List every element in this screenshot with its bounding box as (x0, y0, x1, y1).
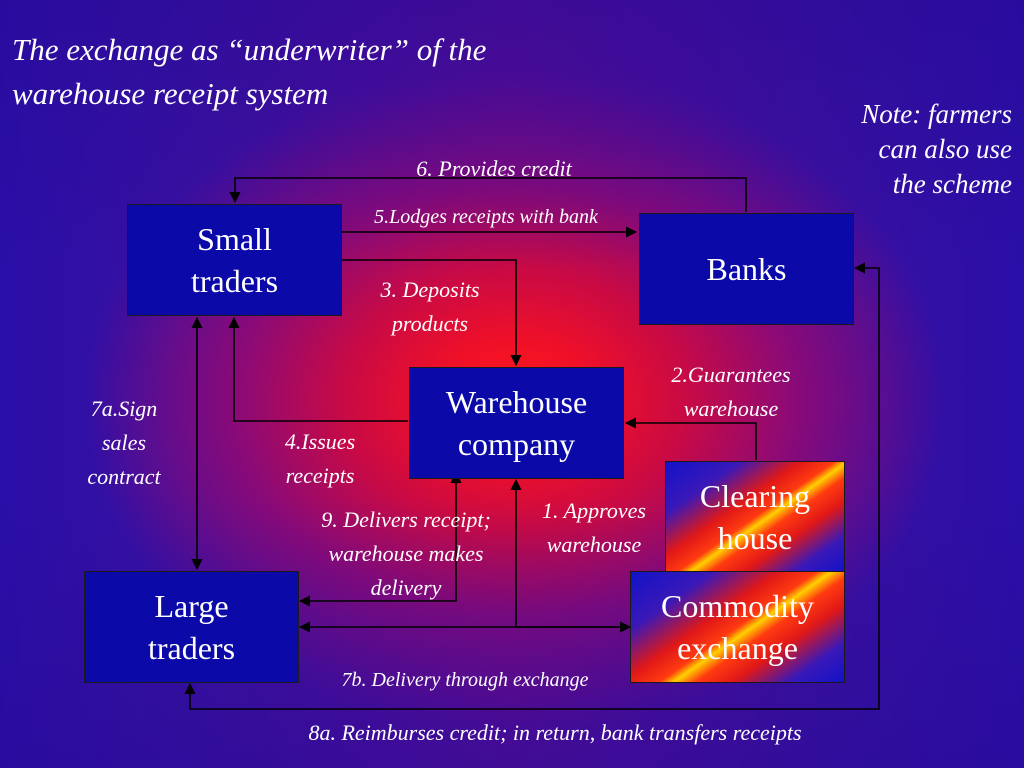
label-issues-receipts: 4.Issues receipts (284, 429, 356, 488)
arrow-reimburses-credit (184, 262, 880, 710)
farmers-note: Note: farmers can also use the scheme (861, 99, 1012, 199)
label-reimburses-credit: 8a. Reimburses credit; in return, bank t… (308, 720, 802, 745)
label-guarantees-warehouse: 2.Guarantees warehouse (671, 362, 791, 421)
label-lodges-receipts: 5.Lodges receipts with bank (374, 206, 598, 228)
label-delivery-through-exchange: 7b. Delivery through exchange (341, 669, 589, 691)
label-approves-warehouse: 1. Approves warehouse (542, 498, 646, 557)
label-deposits-products: 3. Deposits products (380, 277, 480, 336)
commodity-exchange-box: Commodity exchange (630, 571, 845, 683)
label-provides-credit: 6. Provides credit (416, 156, 572, 181)
arrow-provides-credit (229, 177, 747, 212)
clearing-house-box: Clearing house (665, 461, 845, 573)
label-sign-sales-contract: 7a.Sign sales contract (87, 396, 161, 489)
large-traders-box: Large traders (84, 571, 299, 683)
warehouse-company-box: Warehouse company (409, 367, 624, 479)
slide-title: The exchange as “underwriter” of the war… (12, 32, 487, 111)
small-traders-box: Small traders (127, 204, 342, 316)
banks-box: Banks (639, 213, 854, 325)
arrow-guarantees-warehouse (624, 417, 757, 460)
label-delivers-receipt: 9. Delivers receipt; warehouse makes del… (321, 507, 491, 600)
